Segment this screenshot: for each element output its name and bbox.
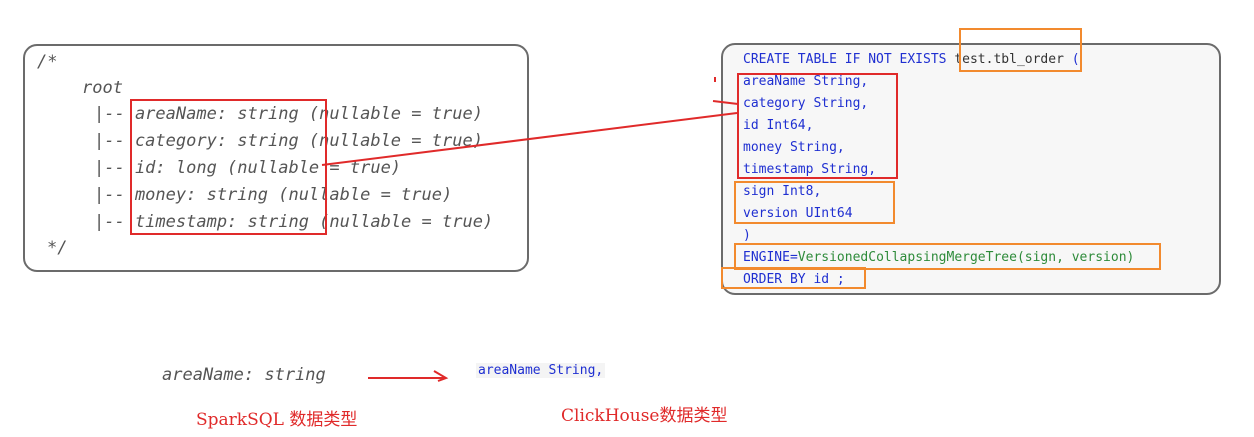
version-fields-highlight [734,181,895,224]
ddl-engine-line: ENGINE=VersionedCollapsingMergeTree(sign… [743,249,1134,267]
ddl-col-timestamp: timestamp String, [743,162,877,177]
ddl-col-sign: sign Int8, [743,184,822,199]
ddl-engine-value: VersionedCollapsingMergeTree(sign, versi… [797,250,1135,265]
mapping-tick [712,100,739,105]
ddl-col-money: money String, [743,140,845,155]
ddl-create-line: CREATE TABLE IF NOT EXISTS test.tbl_orde… [743,51,1080,69]
ddl-create-prefix: CREATE TABLE IF NOT EXISTS [743,52,955,67]
ddl-col-id: id Int64, [743,118,814,133]
ddl-create-suffix: ( [1063,52,1080,67]
ddl-fields-highlight [737,73,898,179]
ddl-order-by: ORDER BY id ; [743,272,845,287]
sparksql-schema-box: /* root |-- areaName: string (nullable =… [23,44,529,272]
comment-open: /* [37,52,58,72]
schema-root: root [82,78,123,98]
example-arrow-head [433,370,449,382]
schema-field-areaname: |-- areaName: string (nullable = true) [94,104,483,124]
comment-close: */ [47,238,68,258]
order-by-highlight [721,267,866,289]
schema-field-category: |-- category: string (nullable = true) [94,131,483,151]
ddl-table-name: test.tbl_order [954,52,1064,67]
caption-clickhouse: ClickHouse数据类型 [561,406,728,426]
schema-field-id: |-- id: long (nullable = true) [94,158,402,178]
schema-field-timestamp: |-- timestamp: string (nullable = true) [94,212,494,232]
ddl-close-paren: ) [743,228,751,243]
example-clickhouse-field: areaName String, [476,363,606,378]
ddl-col-version: version UInt64 [743,206,853,221]
mapping-line [321,112,738,166]
caption-sparksql: SparkSQL 数据类型 [196,410,358,430]
clickhouse-ddl-box: CREATE TABLE IF NOT EXISTS test.tbl_orde… [721,43,1221,295]
ddl-engine-prefix: ENGINE= [743,250,798,265]
engine-highlight [734,243,1161,270]
example-sparksql-field: areaName: string [162,365,326,385]
schema-field-money: |-- money: string (nullable = true) [94,185,453,205]
ddl-col-areaname: areaName String, [743,74,869,89]
table-name-highlight [959,28,1082,72]
ddl-col-category: category String, [743,96,869,111]
schema-fields-highlight [130,99,327,235]
